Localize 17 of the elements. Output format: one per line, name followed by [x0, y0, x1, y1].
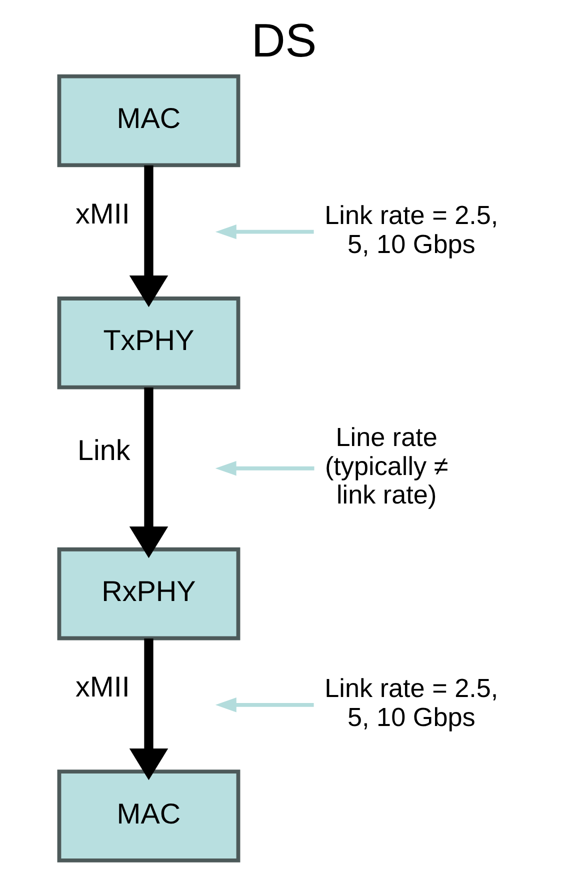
diagram-title: DS — [250, 13, 316, 66]
arrow — [128, 387, 168, 558]
edge-label: Link — [77, 435, 130, 468]
node-box: TxPHY — [56, 296, 240, 390]
node-text: Link rate = 2.5, 5, 10 Gbps — [324, 673, 498, 732]
node-text: Link rate = 2.5, 5, 10 Gbps — [324, 200, 498, 259]
node-text: Line rate (typically ≠ link rate) — [324, 422, 448, 510]
arrow — [128, 165, 168, 308]
node-box: MAC — [56, 74, 240, 168]
node-box: MAC — [56, 770, 240, 862]
arrow — [128, 638, 168, 780]
arrow — [214, 698, 314, 712]
arrow — [214, 224, 314, 240]
edge-label: xMII — [75, 672, 130, 704]
node-box: RxPHY — [56, 547, 240, 640]
arrow — [214, 461, 314, 476]
edge-label: xMII — [75, 198, 130, 231]
